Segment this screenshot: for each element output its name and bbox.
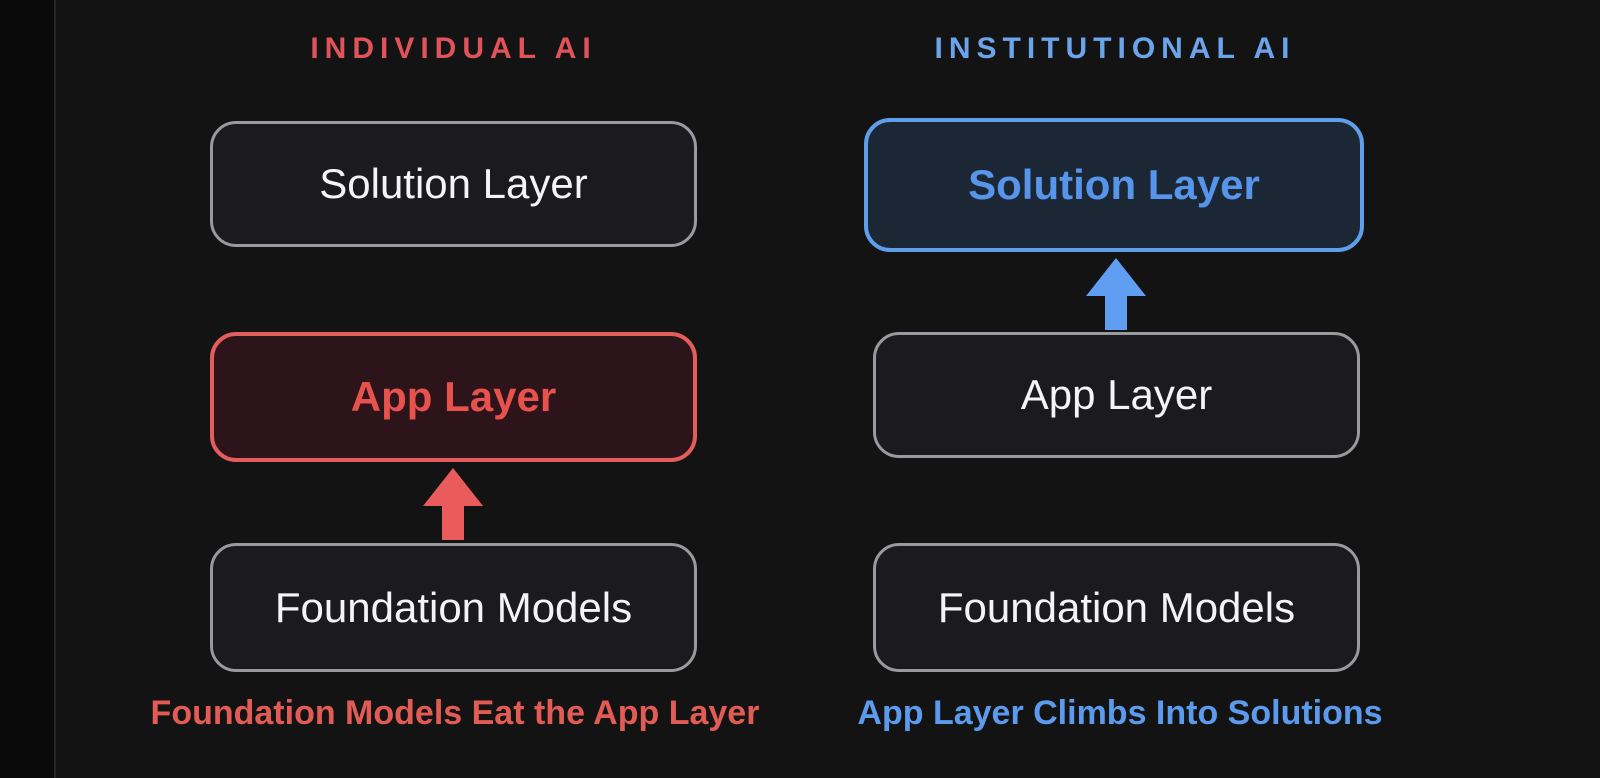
column-heading-institutional-ai: INSTITUTIONAL AI: [934, 32, 1296, 65]
individual-solution-layer-box: Solution Layer: [210, 121, 697, 247]
individual-app-layer-label: App Layer: [350, 373, 557, 420]
individual-foundation-models-label: Foundation Models: [274, 583, 633, 631]
institutional-foundation-models-box: Foundation Models: [873, 543, 1360, 672]
individual-solution-layer-label: Solution Layer: [319, 160, 588, 207]
institutional-app-layer-label: App Layer: [1020, 371, 1213, 418]
individual-app-layer-box: App Layer: [210, 332, 697, 462]
institutional-app-layer-box: App Layer: [873, 332, 1360, 458]
column-heading-individual-ai: INDIVIDUAL AI: [310, 32, 597, 65]
institutional-solution-layer-label: Solution Layer: [968, 161, 1260, 208]
left-edge-strip: [0, 0, 56, 778]
institutional-foundation-models-label: Foundation Models: [937, 583, 1296, 631]
institutional-solution-layer-box: Solution Layer: [864, 118, 1364, 252]
institutional-caption: App Layer Climbs Into Solutions: [857, 694, 1383, 732]
red-up-arrow-icon: [423, 468, 483, 540]
blue-up-arrow-icon: [1086, 258, 1146, 330]
individual-caption: Foundation Models Eat the App Layer: [150, 694, 760, 732]
individual-foundation-models-box: Foundation Models: [210, 543, 697, 672]
